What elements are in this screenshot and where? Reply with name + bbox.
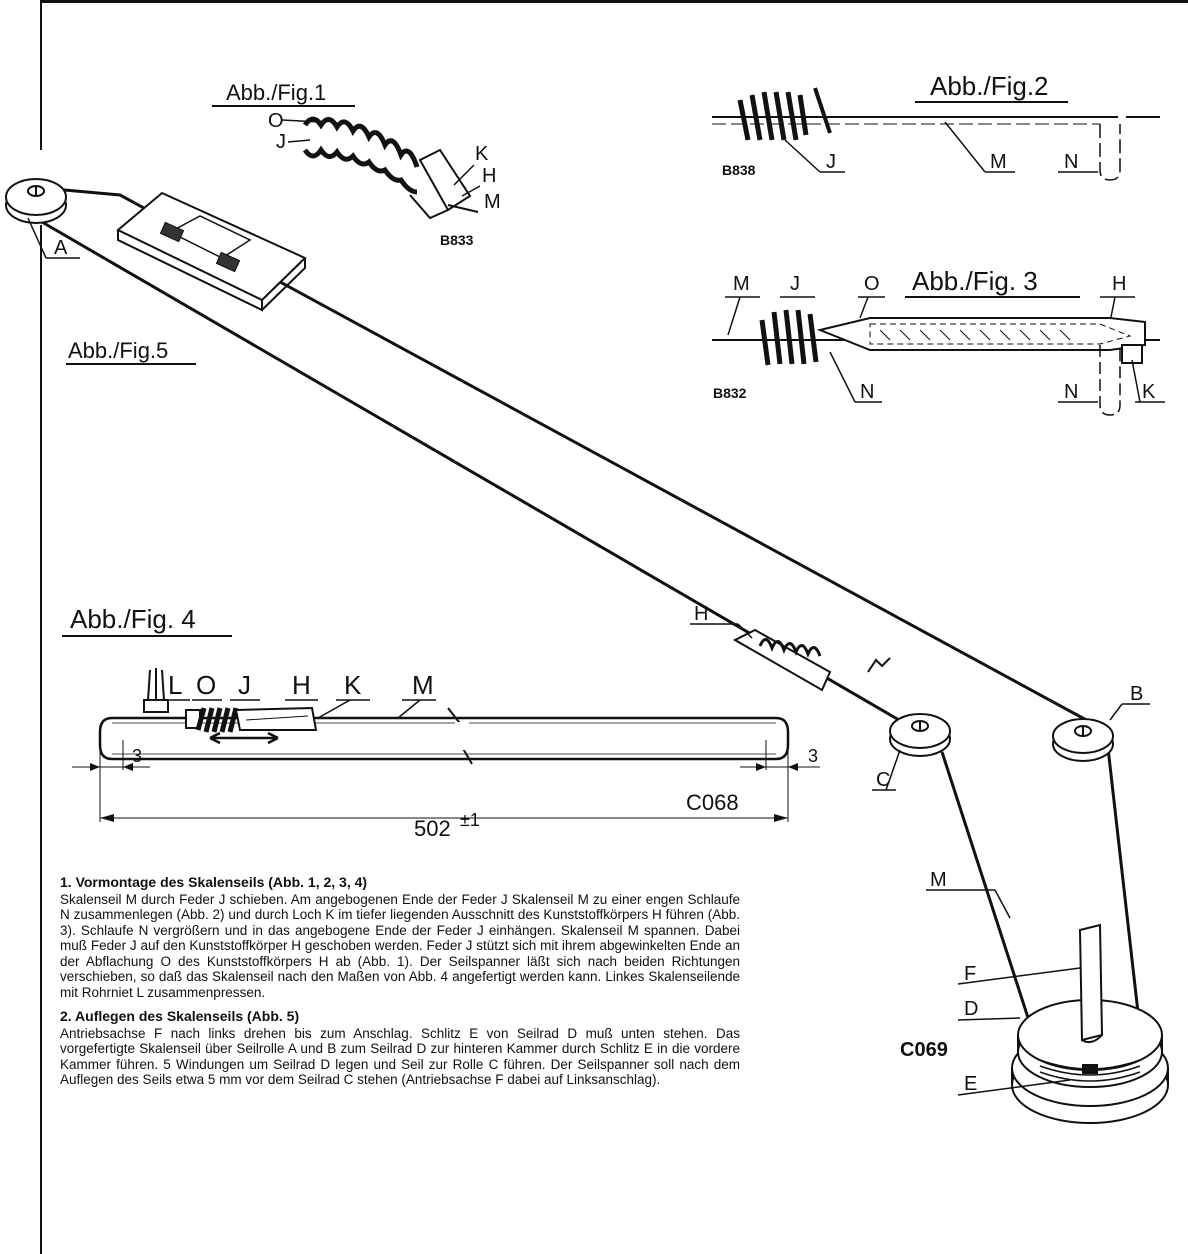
fig5-label-c: C	[876, 769, 890, 791]
fig3-label-n-right: N	[1064, 381, 1078, 403]
cable-b-to-d	[1106, 747, 1142, 1031]
fig4-dim-right: 3	[808, 746, 818, 766]
fig2-loop-detail: Abb./Fig.2 B838 J M N	[712, 71, 1160, 181]
fig1-label-m: M	[484, 191, 501, 213]
frame-left-border-top	[40, 0, 42, 150]
cable-a-to-b	[41, 186, 1091, 724]
pulley-a	[5, 178, 67, 224]
fig5-label-a: A	[54, 237, 68, 259]
assembly-instructions: 1. Vormontage des Skalenseils (Abb. 1, 2…	[60, 874, 740, 1097]
fig3-label-h: H	[1112, 273, 1126, 295]
fig5-label-d: D	[964, 998, 978, 1020]
fig3-label-j: J	[790, 273, 800, 295]
fig3-label-n-left: N	[860, 381, 874, 403]
fig5-label-h: H	[694, 603, 708, 625]
pointer-carriage	[116, 191, 307, 312]
fig1-label-h: H	[482, 165, 496, 187]
fig1-spring-detail: Abb./Fig.1 O J K H M B833	[212, 80, 501, 248]
fig5-label-e: E	[964, 1073, 977, 1095]
fig3-label-k: K	[1142, 381, 1156, 403]
fig4-title: Abb./Fig. 4	[70, 604, 196, 634]
fig4-label-h: H	[292, 670, 311, 700]
cable-drum-d	[1011, 923, 1169, 1124]
frame-top-border	[40, 0, 1188, 3]
fig5-label-m: M	[930, 869, 947, 891]
fig5-cable-route	[5, 178, 1169, 1124]
fig3-label-m: M	[733, 273, 750, 295]
fig2-title: Abb./Fig.2	[930, 71, 1049, 101]
fig1-title: Abb./Fig.1	[226, 80, 326, 105]
fig4-tolerance: ±1	[460, 810, 480, 830]
fig5-title: Abb./Fig.5	[68, 338, 168, 363]
instruction-heading-1: 1. Vormontage des Skalenseils (Abb. 1, 2…	[60, 874, 368, 890]
fig4-label-j: J	[238, 670, 251, 700]
fig2-label-m: M	[990, 151, 1007, 173]
fig3-label-o: O	[864, 273, 880, 295]
fig3-code: B832	[713, 385, 747, 401]
pulley-c	[889, 713, 951, 757]
fig1-label-o: O	[268, 110, 284, 132]
cable-c-to-d	[940, 751, 1034, 1031]
fig4-label-k: K	[344, 670, 362, 700]
fig5-label-f: F	[964, 963, 976, 985]
frame-left-border-bottom	[40, 225, 42, 1254]
fig4-label-o: O	[196, 670, 216, 700]
instruction-heading-2: 2. Auflegen des Skalenseils (Abb. 5)	[60, 1008, 300, 1024]
fig3-section-detail: Abb./Fig. 3 M J O H B832	[712, 266, 1165, 416]
cable-tensioner-h	[732, 628, 891, 692]
fig2-code: B838	[722, 162, 756, 178]
fig5-code: C069	[900, 1039, 948, 1061]
fig1-label-k: K	[475, 143, 489, 165]
fig4-length: 502	[414, 816, 451, 841]
fig4-label-m: M	[412, 670, 434, 700]
fig5-label-b: B	[1130, 683, 1143, 705]
fig2-label-n: N	[1064, 151, 1078, 173]
fig4-dimension-drawing: Abb./Fig. 4 L O J H	[62, 604, 820, 841]
fig4-label-l: L	[168, 670, 182, 700]
fig5-labels: Abb./Fig.5 A B C D E F H M C069	[27, 217, 1150, 1096]
drive-shaft-f	[1078, 923, 1104, 1042]
fig3-title: Abb./Fig. 3	[912, 266, 1038, 296]
fig2-label-j: J	[826, 151, 836, 173]
instruction-body-2: Antriebsachse F nach links drehen bis zu…	[60, 1025, 740, 1088]
fig4-dim-left: 3	[132, 746, 142, 766]
instruction-body-1: Skalenseil M durch Feder J schieben. Am …	[60, 891, 740, 1000]
pulley-b	[1052, 718, 1114, 762]
fig4-code: C068	[686, 790, 739, 815]
fig1-label-j: J	[276, 131, 286, 153]
fig1-code: B833	[440, 232, 474, 248]
